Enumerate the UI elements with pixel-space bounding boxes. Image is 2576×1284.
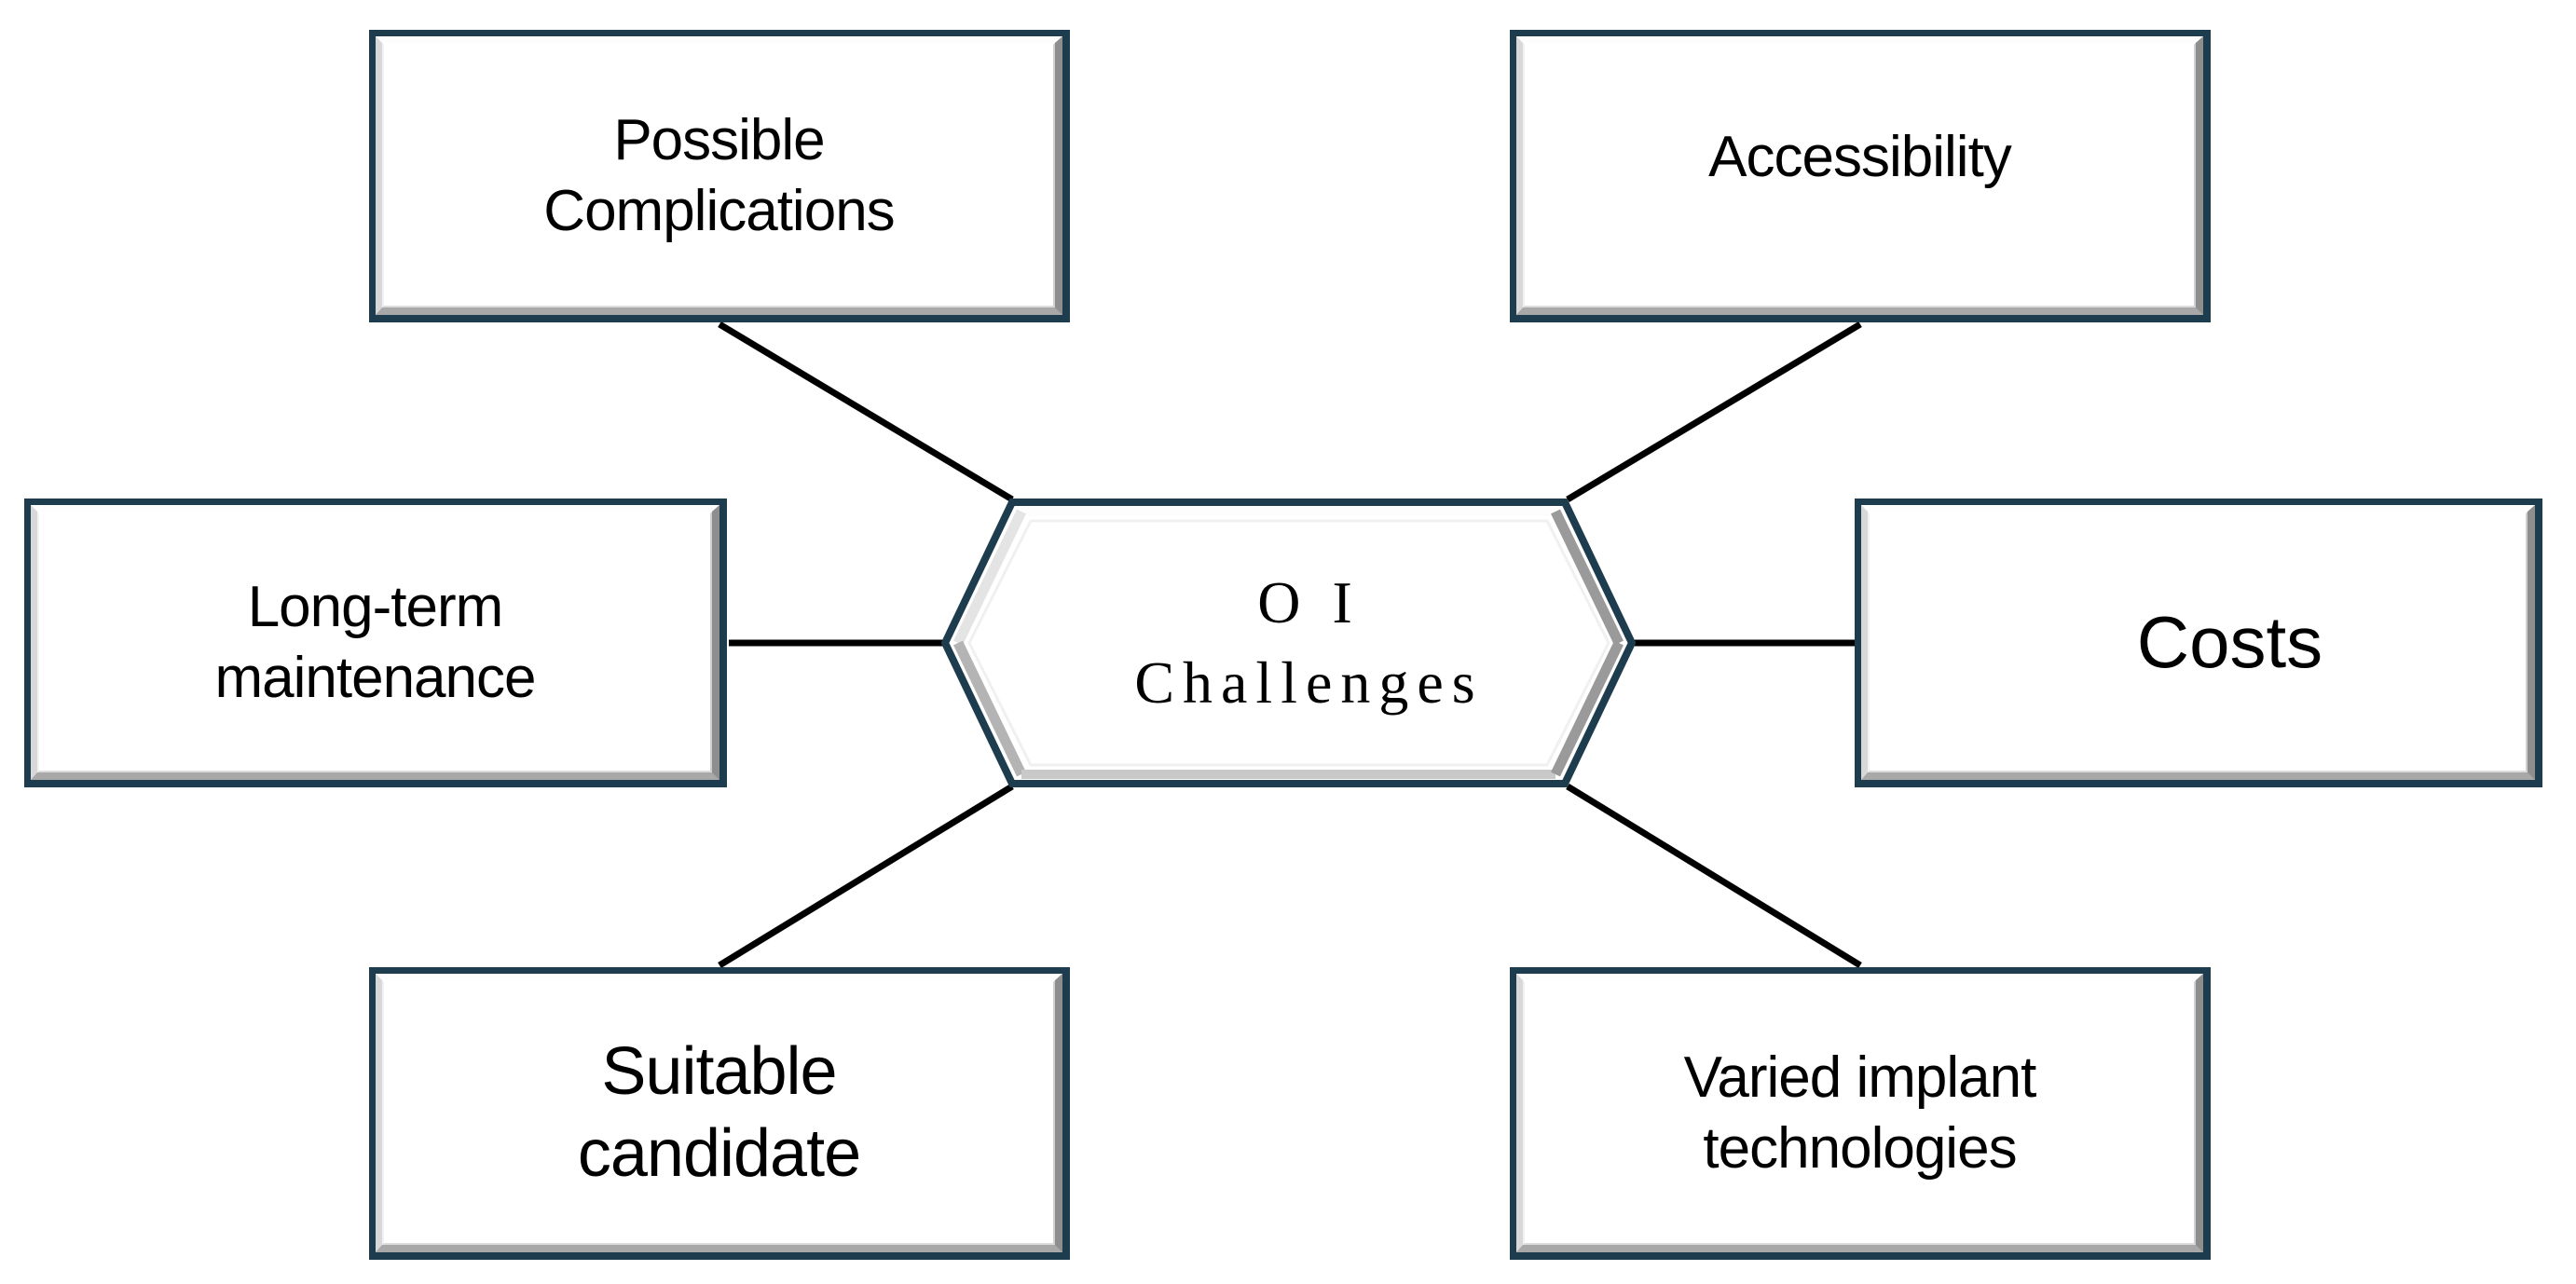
node-label-long-term-maintenance: Long-term maintenance: [214, 574, 536, 710]
node-label-possible-complications: Possible Complications: [543, 107, 895, 243]
node-bevel: [1861, 505, 2535, 780]
connector-possible-complications: [718, 321, 1014, 503]
node-bevel: [31, 505, 719, 780]
node-center-oi-challenges[interactable]: O I Challenges: [940, 499, 1637, 787]
node-label-accessibility: Accessibility: [1708, 124, 2012, 189]
node-accessibility[interactable]: Accessibility: [1510, 30, 2211, 322]
node-possible-complications[interactable]: Possible Complications: [369, 30, 1070, 322]
node-suitable-candidate[interactable]: Suitable candidate: [369, 967, 1070, 1260]
node-varied-implant-technologies[interactable]: Varied implant technologies: [1510, 967, 2211, 1260]
node-bevel: [1516, 974, 2203, 1252]
node-bevel: [376, 974, 1062, 1252]
connector-suitable-candidate: [718, 784, 1014, 968]
node-bevel: [376, 36, 1062, 315]
connector-varied-implant-technologies: [1566, 784, 1862, 968]
connector-accessibility: [1566, 321, 1862, 503]
node-label-suitable-candidate: Suitable candidate: [577, 1033, 861, 1191]
node-long-term-maintenance[interactable]: Long-term maintenance: [24, 499, 727, 787]
node-label-costs: Costs: [2136, 600, 2323, 683]
node-costs[interactable]: Costs: [1855, 499, 2542, 787]
node-label-varied-implant-technologies: Varied implant technologies: [1683, 1045, 2037, 1181]
hexagon-shape: [940, 499, 1637, 787]
node-bevel: [1516, 36, 2203, 315]
